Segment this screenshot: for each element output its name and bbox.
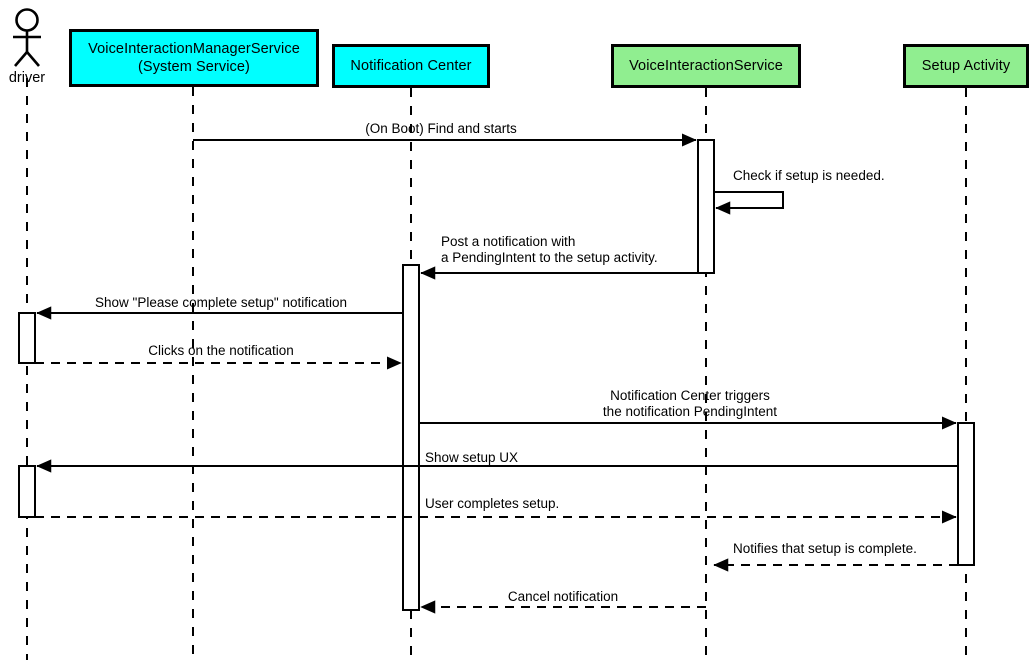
participant-label-driver: driver [8,70,46,86]
participant-box-vis[interactable]: VoiceInteractionService [611,44,801,88]
participant-box-vims[interactable]: VoiceInteractionManagerService (System S… [69,29,319,87]
activation-bar-vis [697,139,715,274]
msg-show-please-complete-setup-notification-label: Show "Please complete setup" notificatio… [95,295,347,310]
msg-check-if-setup-is-needed-label: Check if setup is needed. [733,168,885,183]
msg-show-setup-ux-label: Show setup UX [425,450,519,465]
participant-label-vims: VoiceInteractionManagerService (System S… [88,40,300,75]
msg-user-completes-setup-label: User completes setup. [425,496,560,511]
stick-figure-icon [13,8,41,67]
msg-check-if-setup-is-needed [714,191,784,215]
participant-label-setup-activity: Setup Activity [921,57,1011,74]
msg-notification-center-triggers-pendingintent-label: Notification Center triggers the notific… [602,388,778,420]
activation-bar-driver [18,312,36,364]
msg-clicks-on-the-notification-label: Clicks on the notification [148,343,294,358]
activation-bar-notification-center [402,264,420,611]
msg-notifies-that-setup-is-complete-label: Notifies that setup is complete. [733,541,917,556]
msg-on-boot-find-and-starts-label: (On Boot) Find and starts [365,121,517,136]
activation-bar-driver [18,465,36,518]
msg-cancel-notification-label: Cancel notification [507,589,619,604]
activation-bar-setup-activity [957,422,975,566]
participant-box-setup-activity[interactable]: Setup Activity [903,44,1029,88]
participant-box-notification-center[interactable]: Notification Center [332,44,490,88]
msg-post-a-notification-label: Post a notification with a PendingIntent… [441,234,658,266]
participant-label-notification-center: Notification Center [350,57,472,74]
participant-label-vis: VoiceInteractionService [629,57,783,74]
activation-bars-group [18,139,975,611]
lifelines-group [26,78,967,660]
messages-group [35,133,958,614]
